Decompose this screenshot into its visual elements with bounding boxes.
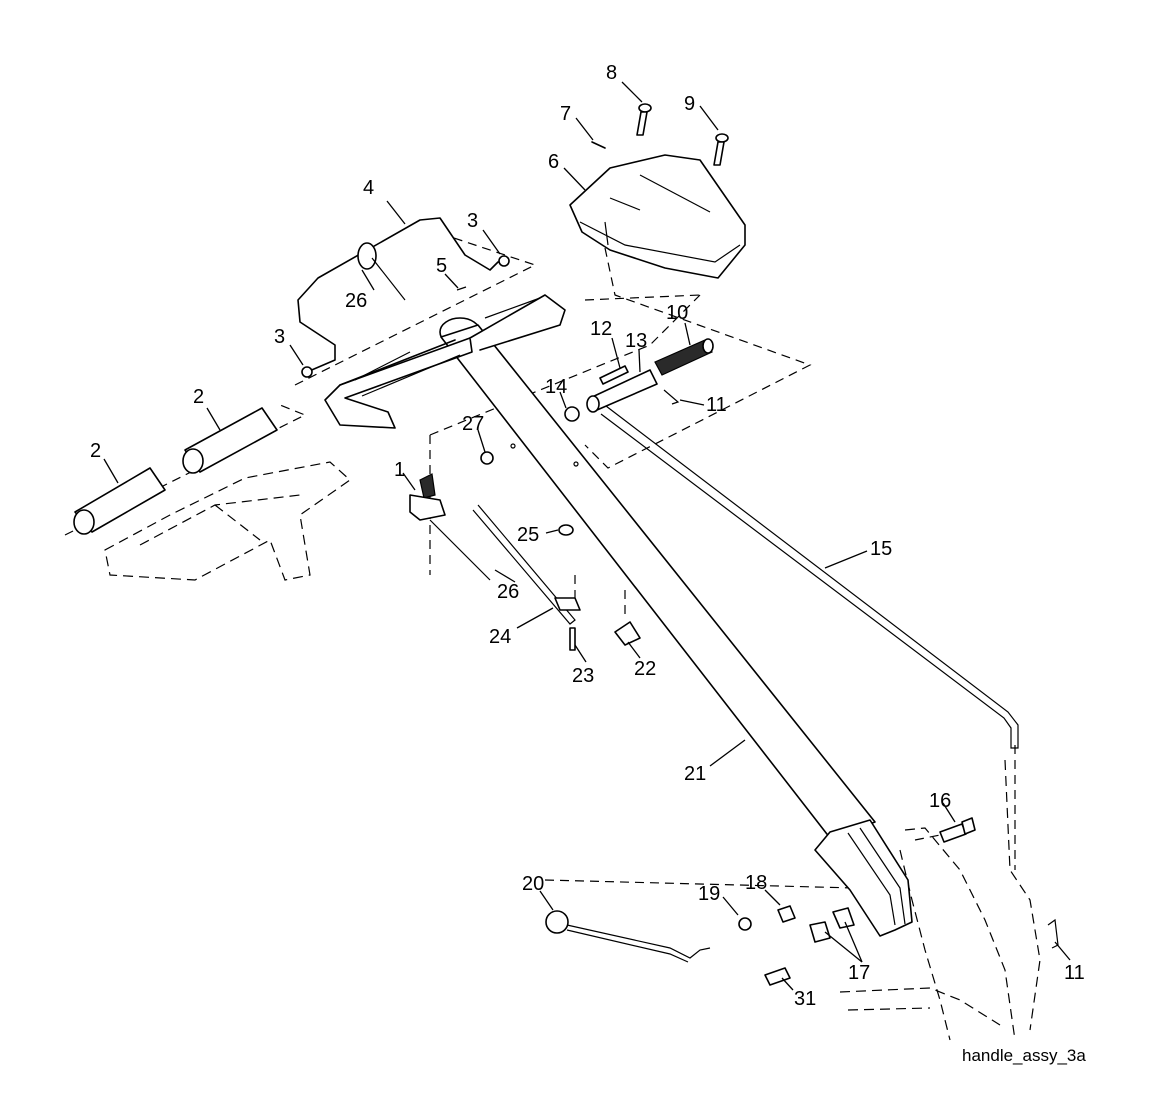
label-26-upper: 26 (345, 290, 367, 312)
label-1: 1 (394, 459, 405, 481)
label-31: 31 (794, 988, 816, 1010)
lower-hardware (738, 817, 1059, 986)
shift-rod (600, 405, 1019, 749)
label-27: 27 (462, 413, 484, 435)
handle-loop (324, 294, 566, 429)
label-20: 20 (522, 873, 544, 895)
label-25: 25 (517, 524, 539, 546)
exploded-view-lines (64, 234, 1016, 889)
label-6: 6 (548, 151, 559, 173)
label-15: 15 (870, 538, 892, 560)
control-bracket (409, 473, 576, 625)
label-4: 4 (363, 177, 374, 199)
lever-knob (545, 910, 711, 963)
label-3-lower: 3 (274, 326, 285, 348)
label-19: 19 (698, 883, 720, 905)
label-23: 23 (572, 665, 594, 687)
diagram-caption: handle_assy_3a (962, 1046, 1086, 1065)
label-26-lower: 26 (497, 581, 519, 603)
label-18: 18 (745, 872, 767, 894)
label-8: 8 (606, 62, 617, 84)
label-12: 12 (590, 318, 612, 340)
handle-frame-ghost (104, 461, 351, 581)
label-5: 5 (436, 255, 447, 277)
label-11-upper: 11 (706, 394, 727, 416)
label-17: 17 (848, 962, 870, 984)
label-2-right: 2 (193, 386, 204, 408)
screws (591, 103, 729, 166)
label-13: 13 (625, 330, 647, 352)
label-16: 16 (929, 790, 951, 812)
label-24: 24 (489, 626, 511, 648)
leader-lines (103, 81, 1071, 991)
shift-hardware (564, 338, 714, 422)
label-2-left: 2 (90, 440, 101, 462)
label-7: 7 (560, 103, 571, 125)
hand-grip-left (73, 467, 166, 535)
shroud-cover (569, 154, 746, 279)
handle-tube (439, 317, 913, 937)
label-9: 9 (684, 93, 695, 115)
small-hardware (480, 443, 641, 651)
u-bar (297, 217, 510, 378)
hand-grip-right (182, 407, 278, 474)
label-10: 10 (666, 302, 688, 324)
label-11-lower: 11 (1064, 962, 1085, 984)
label-21: 21 (684, 763, 706, 785)
label-14: 14 (545, 376, 567, 398)
label-22: 22 (634, 658, 656, 680)
label-3-upper: 3 (467, 210, 478, 232)
callout-labels: 8 9 7 6 4 3 5 26 3 2 2 10 12 13 14 11 27… (90, 62, 1085, 1010)
